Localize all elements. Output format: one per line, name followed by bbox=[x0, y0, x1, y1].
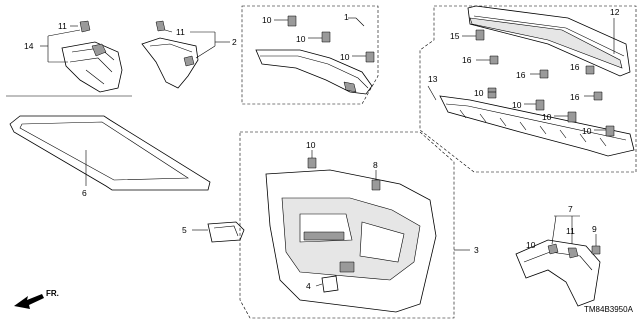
callout-16-b: 16 bbox=[516, 70, 526, 80]
clips-10-panel bbox=[487, 87, 615, 137]
callout-12: 12 bbox=[610, 7, 620, 17]
clip-8 bbox=[371, 170, 381, 191]
callout-2-leader bbox=[164, 29, 230, 59]
direction-label: FR. bbox=[46, 289, 59, 298]
callout-16-c: 16 bbox=[570, 92, 580, 102]
callout-7-leader bbox=[551, 215, 597, 246]
callout-10-i: 10 bbox=[526, 240, 536, 250]
callout-10-c: 10 bbox=[340, 52, 350, 62]
callout-3: 3 bbox=[474, 245, 479, 255]
callout-5: 5 bbox=[182, 225, 187, 235]
part-7-garnish bbox=[515, 239, 601, 307]
part-3-lining bbox=[265, 169, 437, 313]
callout-10-f: 10 bbox=[542, 112, 552, 122]
callout-15: 15 bbox=[450, 31, 460, 41]
callout-10-e: 10 bbox=[512, 100, 522, 110]
callout-14-leader bbox=[40, 25, 81, 63]
part-13-panel bbox=[439, 95, 635, 157]
callout-2: 2 bbox=[232, 37, 237, 47]
clip-10-lining bbox=[307, 150, 317, 169]
callout-9: 9 bbox=[592, 224, 597, 234]
callout-7: 7 bbox=[568, 204, 573, 214]
clips-16 bbox=[476, 55, 603, 101]
part-6-weatherstrip bbox=[9, 115, 211, 191]
callout-10-b: 10 bbox=[296, 34, 306, 44]
part-1-box bbox=[241, 5, 379, 105]
callout-11-left: 11 bbox=[58, 21, 67, 31]
callout-10-g: 10 bbox=[582, 126, 592, 136]
callout-4: 4 bbox=[306, 281, 311, 291]
clip-15 bbox=[475, 29, 485, 41]
parts-12-13-box bbox=[419, 5, 637, 173]
part-4-cap bbox=[321, 275, 339, 293]
callout-16-a: 16 bbox=[462, 55, 472, 65]
callout-14: 14 bbox=[24, 41, 34, 51]
diagram-code: TM84B3950A bbox=[584, 305, 634, 314]
callout-1: 1 bbox=[344, 12, 349, 22]
callout-8: 8 bbox=[373, 160, 378, 170]
part-14-bracket bbox=[61, 20, 123, 93]
part-12-spoiler bbox=[467, 5, 631, 77]
part-2-trim bbox=[141, 20, 199, 89]
callout-11-mid: 11 bbox=[176, 27, 185, 37]
part-5-pad bbox=[207, 221, 245, 243]
part-3-box bbox=[239, 131, 455, 319]
callout-11-right: 11 bbox=[566, 226, 575, 236]
callout-10-d: 10 bbox=[474, 88, 484, 98]
direction-arrow-icon bbox=[14, 294, 44, 309]
part-1-garnish bbox=[255, 49, 373, 95]
callout-10-h: 10 bbox=[306, 140, 316, 150]
callout-16-d: 16 bbox=[570, 62, 580, 72]
clips-10-upper bbox=[274, 15, 375, 63]
callout-13: 13 bbox=[428, 74, 438, 84]
callout-10-a: 10 bbox=[262, 15, 272, 25]
callout-6: 6 bbox=[82, 188, 87, 198]
